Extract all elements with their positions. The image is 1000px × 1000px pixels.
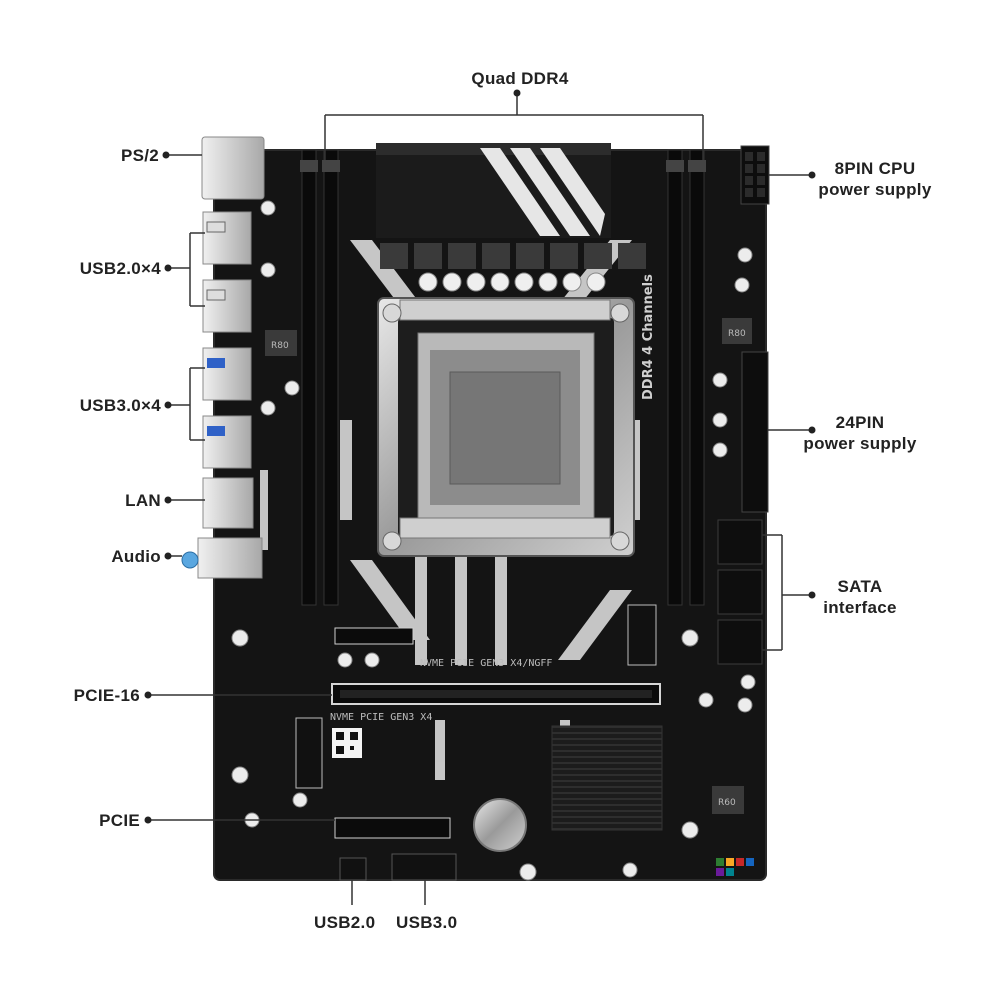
svg-text:R80: R80 [728, 329, 746, 339]
ddr4-channels-print: DDR4 4 Channels [641, 274, 656, 400]
inductor-r60: R60 [712, 786, 744, 814]
label-cpu-power: 8PIN CPU power supply [805, 158, 945, 200]
svg-text:NVME PCIE GEN3 X4/NGFF: NVME PCIE GEN3 X4/NGFF [420, 658, 552, 669]
label-usb20-header: USB2.0 [314, 913, 376, 932]
leader-lines [148, 93, 812, 905]
cpu-socket [377, 297, 635, 557]
label-pcie16: PCIE-16 [73, 686, 140, 705]
label-sata: SATA interface [800, 576, 920, 618]
inductor-r80-right: R80 [722, 318, 752, 344]
usb30-header [391, 853, 457, 881]
svg-text:NVME PCIE GEN3 X4: NVME PCIE GEN3 X4 [330, 712, 432, 723]
dimm-slots-right [666, 149, 706, 606]
front-panel-header [716, 858, 754, 876]
usb20-ports-upper [202, 211, 252, 265]
leader-quad-ddr4 [324, 93, 704, 160]
pcie-x1-slot-bottom [334, 817, 451, 839]
label-sata-line2: interface [823, 598, 897, 617]
label-usb30x4: USB3.0×4 [79, 396, 161, 415]
label-usb30-header: USB3.0 [396, 913, 458, 932]
label-quad-ddr4: Quad DDR4 [471, 69, 569, 88]
dimm-slots-left [300, 149, 340, 606]
label-sata-line1: SATA [837, 577, 883, 596]
sata-ports [717, 519, 763, 665]
pcie-x1-slot-top [334, 627, 414, 645]
label-lan: LAN [125, 491, 161, 510]
svg-text:R80: R80 [271, 341, 289, 351]
label-atx-power-line1: 24PIN [835, 413, 885, 432]
svg-text:R60: R60 [718, 798, 736, 808]
usb20-ports-lower [202, 279, 252, 333]
chipset-heatsink [551, 725, 663, 831]
ps2-port [201, 136, 265, 200]
usb20-header [339, 857, 367, 881]
label-pcie: PCIE [99, 811, 140, 830]
vrm-inductors [380, 243, 646, 269]
label-ps2: PS/2 [120, 146, 159, 165]
label-cpu-power-line2: power supply [818, 180, 932, 199]
m2-slot-top [627, 604, 657, 666]
label-cpu-power-line1: 8PIN CPU [834, 159, 916, 178]
leader-dots [144, 89, 816, 824]
inductor-r80-left: R80 [265, 330, 297, 356]
lan-port [202, 477, 254, 529]
cmos-battery [473, 798, 527, 852]
label-atx-power-line2: power supply [803, 434, 917, 453]
rear-io [181, 136, 265, 579]
vrm-heatsink [376, 143, 611, 238]
audio-jacks [197, 537, 263, 579]
leader-sata [762, 534, 812, 651]
atx-24pin-connector [741, 351, 769, 513]
label-atx-power: 24PIN power supply [790, 412, 930, 454]
label-audio: Audio [111, 547, 161, 566]
leader-usb20x4 [168, 232, 205, 307]
usb30-ports-upper [202, 347, 252, 401]
usb30-ports-lower [202, 415, 252, 469]
cpu-8pin-connector [740, 145, 770, 205]
m2-slot-bottom [295, 717, 323, 789]
leader-usb30x4 [168, 367, 205, 441]
label-usb20x4: USB2.0×4 [79, 259, 161, 278]
vrm-capacitors [418, 272, 606, 292]
